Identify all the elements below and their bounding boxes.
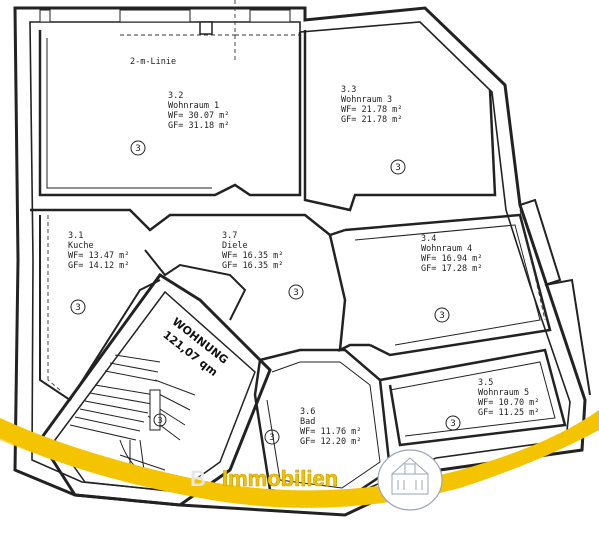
room-marker-circle: [70, 299, 86, 315]
walls: [13, 6, 591, 517]
room-gf: GF= 31.18 m²: [168, 121, 229, 131]
room-gf: GF= 11.25 m²: [478, 408, 539, 418]
logo: B Immobilien: [0, 410, 599, 511]
room-wf: WF= 13.47 m²: [68, 251, 129, 261]
room-wf: WF= 30.07 m²: [168, 111, 229, 121]
room-marker-circle: [434, 307, 450, 323]
room-marker-circle: [390, 159, 406, 175]
room-name: Wohnraum 5: [478, 388, 529, 398]
room-number: 3.3: [341, 85, 356, 95]
room-number: 3.2: [168, 91, 183, 101]
room-number: 3.1: [68, 231, 83, 241]
room-wf: WF= 21.78 m²: [341, 105, 402, 115]
room-marker-circle: [445, 415, 461, 431]
logo-name: Immobilien: [222, 466, 338, 491]
room-marker: 3: [269, 433, 275, 443]
room-marker: 3: [450, 419, 456, 429]
room-wohnraum-4: 3.4 Wohnraum 4 WF= 16.94 m² GF= 17.28 m²…: [421, 234, 482, 323]
wohnung-label: WOHNUNG 121,07 qm: [160, 315, 230, 379]
room-name: Kuche: [68, 241, 94, 251]
room-number: 3.7: [222, 231, 237, 241]
dashed-lines: [47, 0, 546, 391]
room-wohnraum-3: 3.3 Wohnraum 3 WF= 21.78 m² GF= 21.78 m²…: [341, 85, 406, 175]
room-number: 3.4: [421, 234, 436, 244]
room-name: Wohnraum 1: [168, 101, 219, 111]
room-marker: 3: [75, 303, 81, 313]
room-marker: 3: [293, 288, 299, 298]
room-marker: 3: [439, 311, 445, 321]
room-wf: WF= 16.35 m²: [222, 251, 283, 261]
room-gf: GF= 17.28 m²: [421, 264, 482, 274]
room-number: 3.5: [478, 378, 493, 388]
room-marker-circle: [130, 140, 146, 156]
logo-prefix: B: [190, 466, 206, 491]
room-gf: GF= 16.35 m²: [222, 261, 283, 271]
staircase: [69, 354, 196, 481]
stair-marker-circle: [153, 413, 167, 427]
stair-marker: 3: [157, 416, 162, 425]
room-wohnraum-5: 3.5 Wohnraum 5 WF= 10.70 m² GF= 11.25 m²…: [445, 378, 539, 431]
room-marker-circle: [288, 284, 304, 300]
room-marker: 3: [135, 144, 141, 154]
room-name: Diele: [222, 241, 248, 251]
room-name: Bad: [300, 417, 315, 427]
room-wf: WF= 16.94 m²: [421, 254, 482, 264]
two-m-line-label: 2-m-Linie: [130, 57, 176, 67]
room-name: Wohnraum 3: [341, 95, 392, 105]
room-bad: 3.6 Bad WF= 11.76 m² GF= 12.20 m² 3: [264, 407, 361, 447]
room-wohnraum-1: 3.2 Wohnraum 1 WF= 30.07 m² GF= 31.18 m²…: [130, 91, 229, 156]
room-gf: GF= 14.12 m²: [68, 261, 129, 271]
room-gf: GF= 12.20 m²: [300, 437, 361, 447]
room-marker: 3: [395, 163, 401, 173]
building-emblem-icon: [377, 449, 443, 511]
room-name: Wohnraum 4: [421, 244, 472, 254]
room-wf: WF= 11.76 m²: [300, 427, 361, 437]
room-wf: WF= 10.70 m²: [478, 398, 539, 408]
room-gf: GF= 21.78 m²: [341, 115, 402, 125]
room-number: 3.6: [300, 407, 315, 417]
room-diele: 3.7 Diele WF= 16.35 m² GF= 16.35 m² 3: [222, 231, 304, 300]
room-kuche: 3.1 Kuche WF= 13.47 m² GF= 14.12 m² 3: [68, 231, 129, 315]
room-marker-circle: [264, 429, 280, 445]
